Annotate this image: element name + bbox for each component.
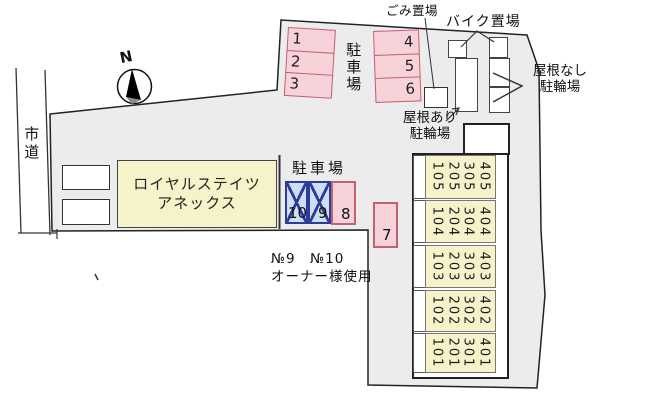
parking-space-4: 4 — [373, 29, 420, 56]
road-line-left — [15, 67, 22, 234]
compass-needle-shadow — [126, 97, 141, 104]
unit-block-x02: 402 302 202 102 — [425, 290, 496, 332]
road-label: 市道 — [22, 126, 41, 162]
parking-column-right: 4 5 6 — [373, 29, 422, 103]
utility-box-2 — [62, 199, 110, 225]
garbage-area-box — [424, 87, 448, 108]
parking-space-10: 10 — [285, 181, 308, 224]
parking-space-9: 9 — [308, 181, 331, 224]
unit-numbers-x05: 405 305 205 105 — [429, 161, 492, 193]
bicycle-roof-label: 屋根あり 駐輪場 — [403, 110, 457, 142]
parking-space-7-number: 7 — [382, 226, 392, 244]
compass-needle-icon — [126, 69, 141, 100]
unit-numbers-x03: 403 303 203 103 — [429, 251, 492, 282]
parking-space-9-number: 9 — [318, 204, 328, 222]
parking-space-8: 8 — [331, 181, 356, 225]
parking-lower-label: 駐車場 — [292, 159, 347, 177]
parking-space-5: 5 — [373, 52, 421, 80]
stray-mark — [94, 273, 99, 281]
unit-block-x05: 405 305 205 105 — [425, 155, 496, 199]
garbage-label: ごみ置場 — [386, 3, 439, 18]
unit-numbers-x04: 404 304 204 104 — [429, 206, 492, 237]
unit-block-x01: 401 301 201 101 — [425, 333, 496, 373]
bicycle-roof-box — [455, 58, 478, 112]
unit-block-x03: 403 303 203 103 — [425, 245, 496, 288]
compass-north-label: N — [118, 46, 135, 68]
utility-box-1 — [62, 165, 110, 190]
unit-numbers-x01: 401 301 201 101 — [429, 337, 492, 369]
bike-area-box-left-top — [448, 40, 467, 58]
parking-upper-label: 駐車場 — [344, 42, 363, 93]
road-line-right — [44, 69, 51, 236]
unit-numbers-x02: 402 302 202 102 — [429, 295, 492, 327]
bike-area-box-right-top — [489, 37, 508, 58]
bike-area-label: バイク置場 — [446, 14, 521, 30]
bicycle-no-roof-label: 屋根なし 駐輪場 — [533, 63, 587, 95]
parking-space-6: 6 — [374, 76, 422, 103]
parking-column-left: 1 2 3 — [283, 27, 336, 99]
parking-space-3: 3 — [283, 71, 334, 99]
owner-note: №9 №10 オーナー様使用 — [271, 251, 373, 285]
unit-block-x04: 404 304 204 104 — [425, 200, 496, 243]
bicycle-no-roof-box-2 — [489, 87, 510, 113]
compass-circle — [116, 68, 153, 105]
parking-space-10-number: 10 — [288, 204, 308, 222]
parking-space-8-number: 8 — [341, 205, 351, 223]
parking-space-7: 7 — [373, 202, 398, 248]
garbage-pointer-line — [424, 17, 435, 90]
annex-building: ロイヤルステイツ アネックス — [117, 160, 277, 228]
building-entrance-box — [463, 123, 510, 155]
bicycle-no-roof-box-1 — [489, 58, 510, 87]
